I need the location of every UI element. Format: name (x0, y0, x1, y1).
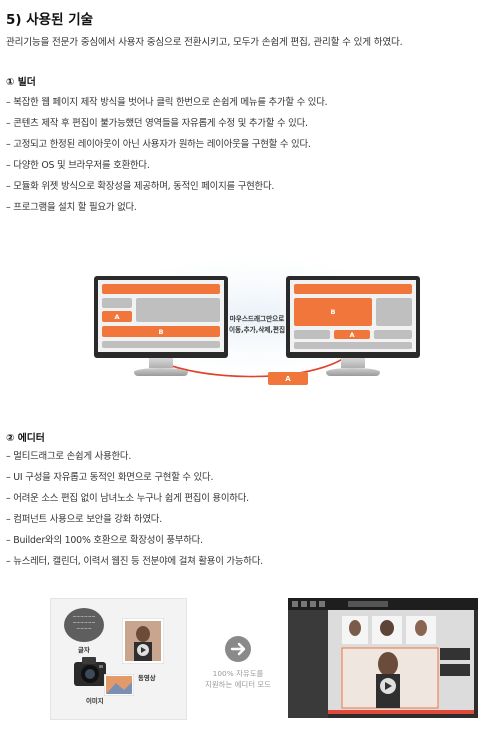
editor-mode-caption: 100% 자유도를 지원하는 에디터 모드 (205, 669, 271, 689)
editor-bullet: – 어려운 소스 편집 없이 남녀노소 누구나 쉽게 편집이 용이하다. (6, 493, 249, 504)
block-b: B (102, 326, 220, 337)
intro-text: 관리기능을 전문가 중심에서 사용자 중심으로 전환시키고, 모두가 손쉽게 편… (6, 37, 403, 48)
editor-canvas-preview (288, 598, 478, 718)
block-b: B (294, 298, 372, 326)
drag-caption: 마우스드래그만으로 이동,추가,삭제,편집 (228, 315, 286, 334)
editor-title: ② 에디터 (6, 433, 45, 444)
builder-bullet: – 고정되고 한정된 레이아웃이 아닌 사용자가 원하는 레이아웃을 구현할 수… (6, 139, 311, 150)
block-a: A (102, 311, 132, 322)
editor-screenshot (288, 598, 478, 718)
builder-title: ① 빌더 (6, 77, 36, 88)
camera-icon (74, 657, 106, 686)
left-monitor: A B (94, 276, 228, 386)
right-monitor: B A (286, 276, 420, 386)
image-photo-icon (104, 674, 134, 696)
block-a: A (334, 330, 370, 339)
editor-bullet: – UI 구성을 자유롭고 동적인 화면으로 구현할 수 있다. (6, 472, 214, 483)
editor-bullet: – 컴퍼넌트 사용으로 보안을 강화 하였다. (6, 514, 162, 525)
label-image: 이미지 (86, 697, 104, 705)
arrow-right-icon (225, 636, 251, 662)
editor-bullet: – 뉴스레터, 캘린더, 이력서 웹진 등 전분야에 걸쳐 활용이 가능하다. (6, 556, 263, 567)
builder-bullet: – 콘텐츠 제작 후 편집이 불가능했던 영역들을 자유롭게 수정 및 추가할 … (6, 118, 308, 129)
builder-bullet: – 다양한 OS 및 브라우저를 호환한다. (6, 160, 150, 171)
builder-bullet: – 복잡한 웹 페이지 제작 방식을 벗어나 클릭 한번으로 손쉽게 메뉴를 추… (6, 97, 328, 108)
video-thumbnail-icon (122, 618, 164, 664)
builder-bullet: – 모듈화 위젯 방식으로 확장성을 제공하며, 동적인 페이지를 구현한다. (6, 181, 275, 192)
text-bubble-icon: ~~~~~~~~~~~~~~~~ (64, 608, 104, 642)
builder-bullet-list: – 복잡한 웹 페이지 제작 방식을 벗어나 클릭 한번으로 손쉽게 메뉴를 추… (6, 92, 328, 218)
label-video: 동영상 (138, 674, 156, 682)
builder-diagram: A B B A 마우스드래그만으로 이동,추가,삭제,편집 A (86, 262, 424, 392)
editor-bullet-list: – 멀티드래그로 손쉽게 사용한다. – UI 구성을 자유롭고 동적인 화면으… (6, 446, 263, 572)
label-text: 글자 (78, 646, 90, 654)
section-heading: 5) 사용된 기술 (6, 12, 94, 28)
editor-bullet: – 멀티드래그로 손쉽게 사용한다. (6, 451, 132, 462)
builder-bullet: – 프로그램을 설치 할 필요가 없다. (6, 202, 137, 213)
dragged-block-a: A (268, 372, 308, 385)
editor-bullet: – Builder와의 100% 호환으로 확장성이 풍부하다. (6, 535, 203, 546)
